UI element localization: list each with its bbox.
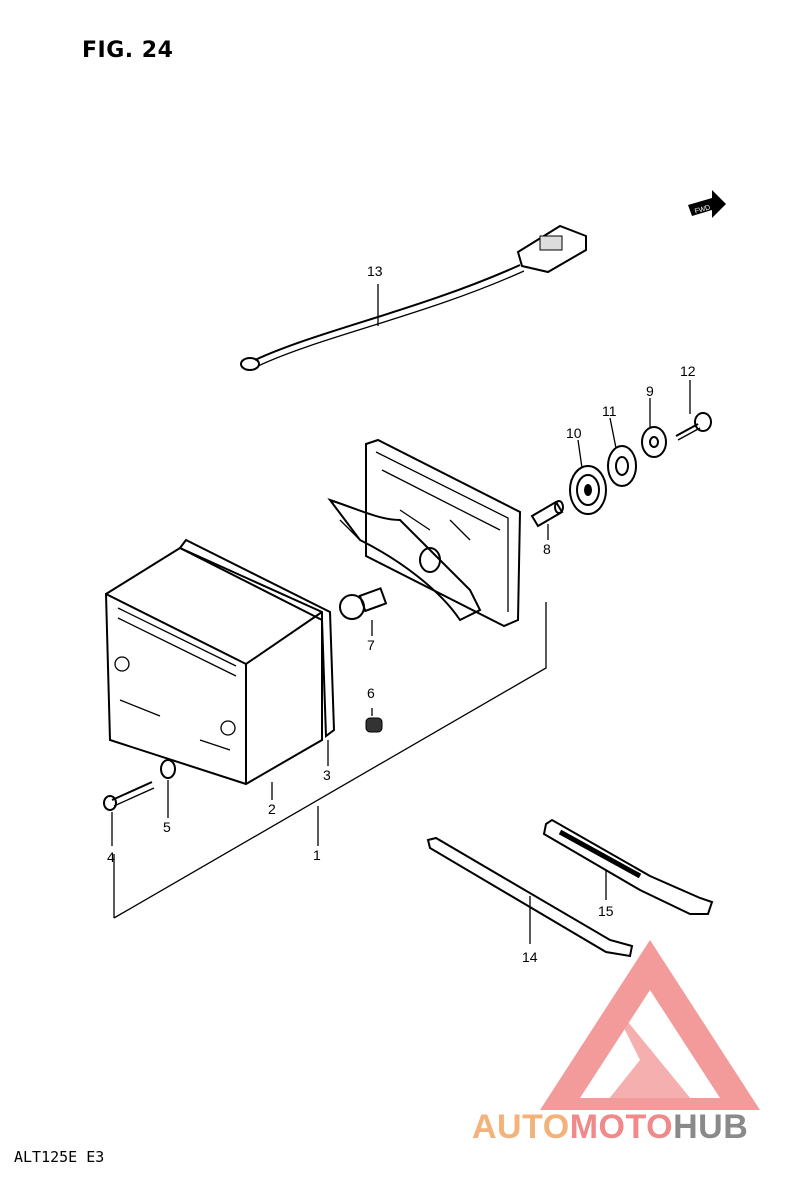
part-7-bulb [339,587,388,620]
part-4-screw [103,781,155,811]
watermark-auto: AUTO [472,1108,570,1146]
figure-title: FIG. 24 [82,38,174,63]
part-12-bolt [675,412,712,441]
callout-1: 1 [313,847,321,863]
callout-13: 13 [367,263,383,279]
watermark-logo [540,940,760,1110]
forward-arrow-icon: FWD [688,190,726,218]
callout-9: 9 [646,383,654,399]
part-8-collar [530,500,564,528]
callout-4: 4 [107,849,115,865]
watermark-text: AUTOMOTOHUB [472,1108,748,1147]
callout-6: 6 [367,685,375,701]
part-1-bracket-lines [113,602,547,919]
callout-2: 2 [268,801,276,817]
model-code: ALT125E E3 [14,1148,105,1166]
watermark-moto: MOTO [569,1108,674,1146]
callout-14: 14 [522,949,538,965]
watermark-hub: HUB [673,1108,749,1146]
part-10-grommet [569,465,607,515]
callout-10: 10 [566,425,582,441]
callout-5: 5 [163,819,171,835]
part-6-cap [365,717,383,733]
part-13-wire [240,224,587,371]
part-3-gasket [178,538,336,738]
part-15-band [542,818,714,915]
callout-11: 11 [602,403,617,419]
part-5-washer [160,759,176,779]
callout-12: 12 [680,363,696,379]
callout-15: 15 [598,903,614,919]
callout-7: 7 [367,637,375,653]
lamp-base-housing [327,438,522,628]
callout-8: 8 [543,541,551,557]
part-9-washer [641,426,667,458]
callout-3: 3 [323,767,331,783]
part-14-strap [426,836,634,958]
callout-labels: 1 2 3 4 5 6 7 8 9 10 11 12 13 14 15 [107,263,696,965]
svg-text:FWD: FWD [694,204,711,215]
part-11-washer [607,445,637,487]
leader-lines [111,284,691,944]
part-2-lens [104,546,323,786]
